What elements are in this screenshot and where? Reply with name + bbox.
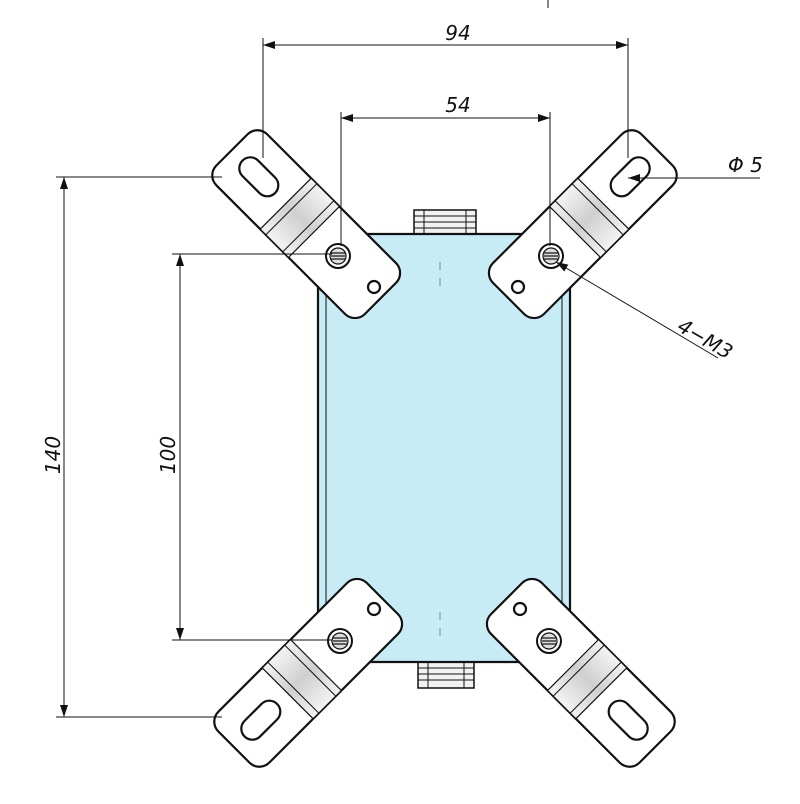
dimension-inner-height: 100 — [156, 253, 332, 641]
screw-bottom-right — [536, 628, 562, 654]
bracket-bottom-right — [480, 572, 682, 774]
dimension-inner-width: 54 — [340, 93, 551, 246]
bracket-top-right — [482, 123, 684, 325]
top-connector — [413, 209, 477, 237]
screw-top-left — [325, 243, 351, 269]
hole-diameter-label: Φ 5 — [728, 153, 763, 177]
pin-bottom-left — [366, 601, 382, 617]
screw-spec-label: 4−M3 — [674, 314, 738, 365]
device-body — [316, 232, 572, 664]
dimension-outer-height: 140 — [41, 176, 222, 718]
dimension-inner-width-label: 54 — [445, 93, 470, 117]
dimension-outer-height-label: 140 — [41, 436, 65, 474]
screw-bottom-left — [327, 628, 353, 654]
leader-hole-diameter: Φ 5 — [628, 153, 763, 182]
pin-top-left — [366, 279, 382, 295]
pin-top-right — [510, 279, 526, 295]
bracket-bottom-left — [207, 572, 409, 774]
bottom-connector — [417, 661, 475, 689]
leader-screw-spec: 4−M3 — [555, 261, 738, 365]
dimension-outer-width: 94 — [262, 21, 629, 158]
pin-bottom-right — [512, 601, 528, 617]
dimension-outer-width-label: 94 — [445, 21, 470, 45]
bracket-top-left — [205, 123, 407, 325]
dimension-inner-height-label: 100 — [156, 436, 180, 474]
